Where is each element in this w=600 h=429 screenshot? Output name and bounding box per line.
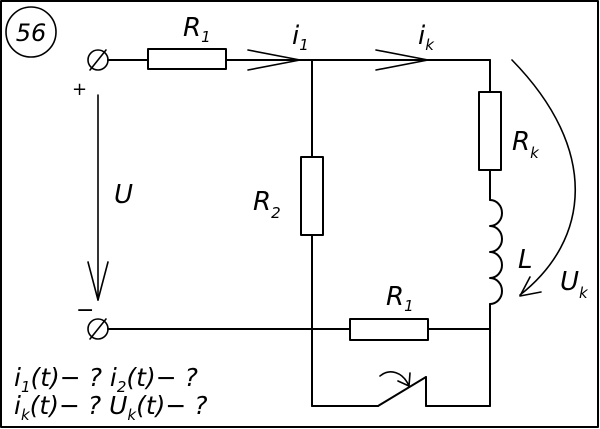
label-rk: Rk xyxy=(512,127,540,162)
question-line-1: i1(t)− ? i2(t)− ? xyxy=(14,363,198,396)
arrow-ik xyxy=(375,49,429,71)
voltage-uk-arrowhead xyxy=(519,276,542,297)
switch-action-arc xyxy=(379,371,410,387)
label-ik: ik xyxy=(418,21,435,54)
problem-number: 56 xyxy=(16,19,47,47)
problem-number-circle xyxy=(5,6,57,58)
switch-action-arrowhead xyxy=(397,372,411,387)
label-u: U xyxy=(114,180,133,210)
resistor-r1-bottom xyxy=(349,318,429,341)
voltage-u-arrowhead xyxy=(87,261,109,301)
resistor-r2 xyxy=(300,156,324,236)
question-line-2: ik(t)− ? Uk(t)− ? xyxy=(14,391,208,424)
label-minus: − xyxy=(76,298,94,323)
switch-blade xyxy=(377,376,427,407)
label-plus: + xyxy=(72,79,87,100)
label-i1: i1 xyxy=(292,21,309,54)
terminal-slash-top xyxy=(89,49,107,71)
voltage-uk-arc xyxy=(511,59,577,296)
arrow-i1 xyxy=(247,49,301,71)
label-r1-bottom: R1 xyxy=(386,282,414,315)
label-r2: R2 xyxy=(253,187,281,222)
terminal-slash-bottom xyxy=(89,318,107,340)
label-r1-top: R1 xyxy=(183,13,211,46)
label-l: L xyxy=(518,245,533,275)
inductor-l xyxy=(489,199,503,305)
resistor-rk xyxy=(478,91,502,171)
resistor-r1-top xyxy=(147,48,227,70)
label-uk: Uk xyxy=(560,267,589,302)
